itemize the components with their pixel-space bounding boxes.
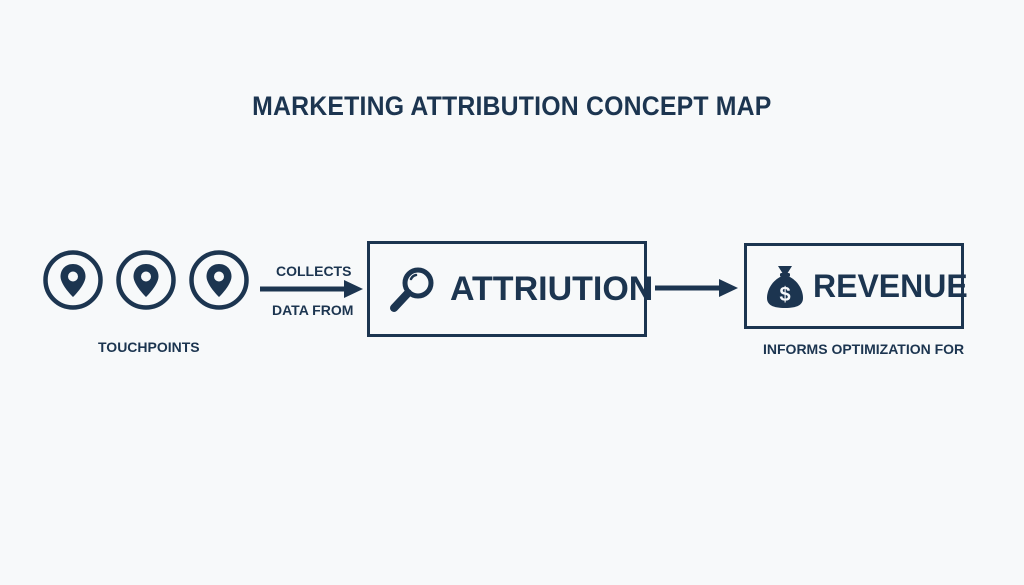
money-bag-icon: $: [767, 266, 803, 308]
diagram-title: MARKETING ATTRIBUTION CONCEPT MAP: [252, 91, 772, 121]
arrow-to-revenue: [655, 278, 739, 298]
svg-text:$: $: [779, 284, 790, 306]
magnifier-icon: [390, 267, 434, 312]
location-pin-icon: [43, 250, 103, 310]
touchpoints-label: TOUCHPOINTS: [98, 339, 200, 355]
revenue-node: $ REVENUE: [744, 243, 968, 329]
edge-label-data-from: DATA FROM: [272, 302, 354, 318]
location-pin-icon: [116, 250, 176, 310]
attribution-label: ATTRIUTION: [450, 269, 654, 308]
location-pin-icon: [189, 250, 249, 310]
edge-label-collects: COLLECTS: [276, 263, 352, 279]
revenue-label: REVENUE: [813, 267, 968, 304]
attribution-node: ATTRIUTION: [367, 241, 653, 337]
edge-label-informs: INFORMS OPTIMIZATION FOR: [763, 341, 965, 357]
arrow-to-attribution: [260, 279, 364, 299]
